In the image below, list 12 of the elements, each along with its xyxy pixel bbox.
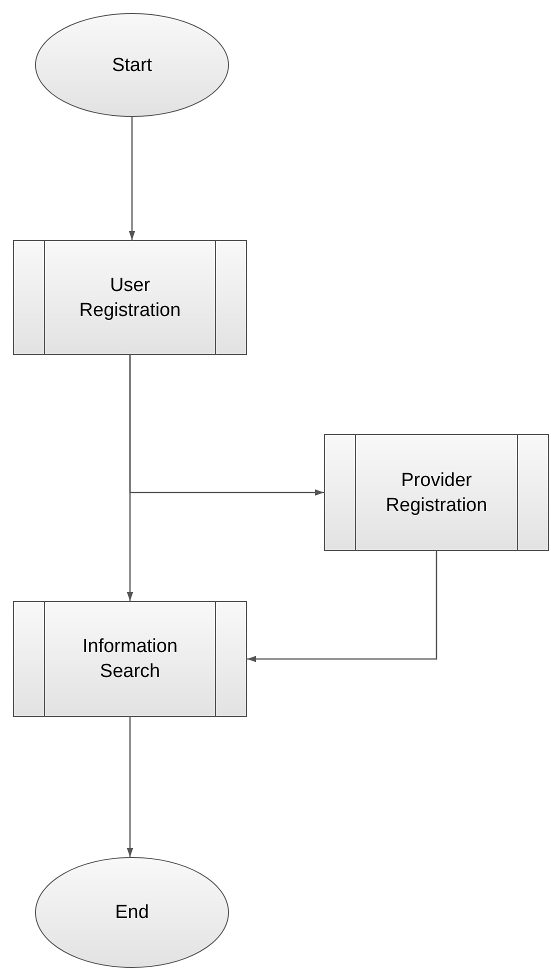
node-label: User Registration <box>78 274 182 322</box>
arrow <box>247 551 438 662</box>
arrow <box>128 117 136 240</box>
node-label: Provider Registration <box>384 468 488 518</box>
arrow <box>126 717 134 857</box>
node-label: Information Search <box>81 635 179 684</box>
process-box <box>13 601 247 717</box>
process-box <box>13 240 247 355</box>
arrow <box>129 355 324 496</box>
process-box <box>324 434 549 551</box>
node-label: Start <box>112 54 152 78</box>
node-label: End <box>115 901 149 925</box>
